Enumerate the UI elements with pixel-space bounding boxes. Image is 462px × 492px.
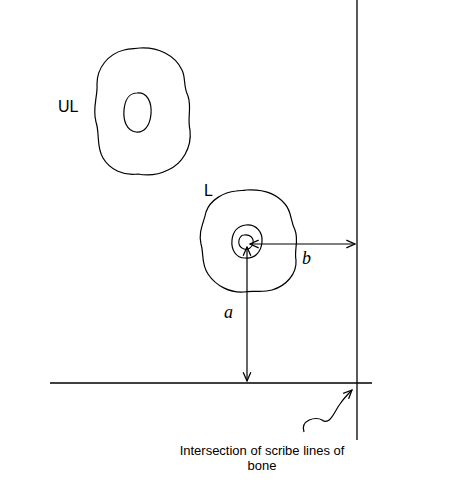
leader-line xyxy=(303,390,352,432)
scribe-line-horizontal xyxy=(50,382,372,383)
l-outline xyxy=(200,190,296,292)
dimension-a xyxy=(246,247,247,381)
part-label: L xyxy=(204,182,213,200)
ul-inner xyxy=(124,93,151,132)
ul-outline xyxy=(95,48,191,175)
l-innermost xyxy=(239,235,253,249)
note-label: Intersection of scribe lines of bone xyxy=(167,444,357,474)
dimension-label: b xyxy=(302,248,311,269)
dimension-b xyxy=(250,243,355,244)
part-label: UL xyxy=(58,98,78,116)
dimension-label: a xyxy=(224,302,233,323)
scribe-line-vertical xyxy=(356,0,357,440)
